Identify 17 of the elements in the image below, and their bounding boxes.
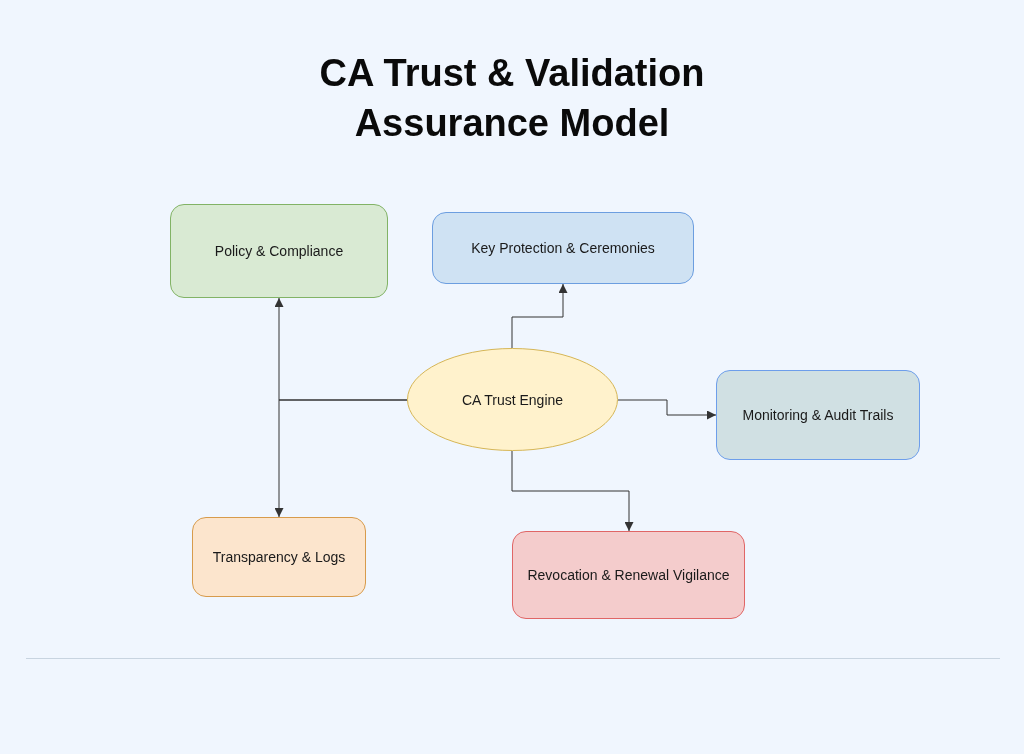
connector-arrow bbox=[274, 399, 408, 518]
connector-arrow bbox=[511, 450, 634, 532]
connector-arrow bbox=[511, 283, 568, 349]
node-label: Monitoring & Audit Trails bbox=[742, 406, 894, 424]
connector-arrow bbox=[617, 399, 717, 420]
process-box bbox=[170, 204, 388, 298]
node-label: Key Protection & Ceremonies bbox=[471, 239, 655, 257]
node-label: Policy & Compliance bbox=[214, 242, 344, 260]
node-label: Transparency & Logs bbox=[212, 548, 346, 566]
node-label: Revocation & Renewal Vigilance bbox=[527, 566, 730, 584]
process-box bbox=[192, 517, 366, 597]
process-box bbox=[512, 531, 745, 619]
process-box bbox=[432, 212, 694, 284]
process-box bbox=[716, 370, 920, 460]
node-label: CA Trust Engine bbox=[461, 390, 564, 409]
ellipse-node bbox=[407, 348, 618, 451]
diagram-title: CA Trust & Validation Assurance Model bbox=[318, 51, 706, 146]
